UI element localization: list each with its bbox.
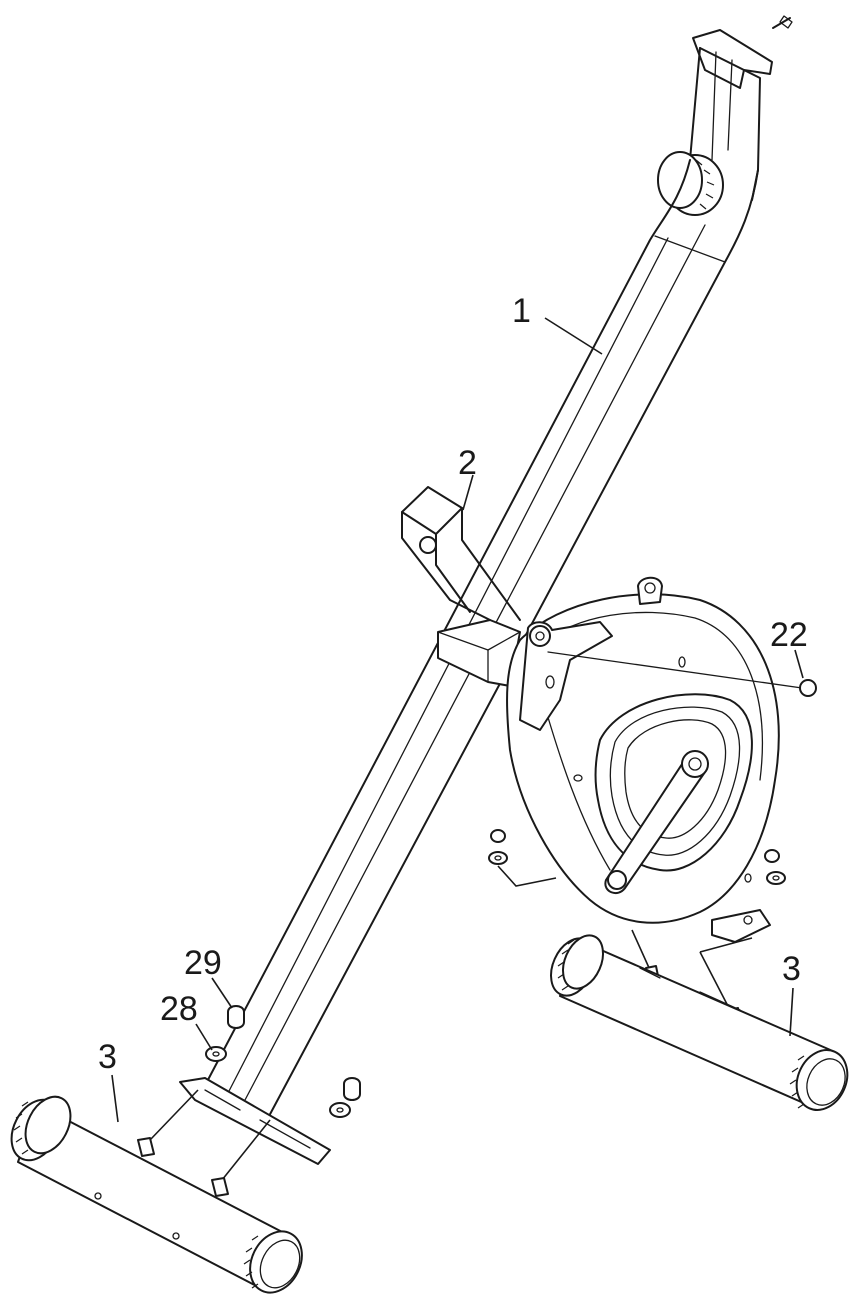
callout-29: 29: [184, 944, 222, 982]
callout-3-left: 3: [98, 1038, 117, 1076]
bolt: [794, 649, 817, 697]
callout-2: 2: [458, 444, 477, 482]
nut-washer-group-plate: [329, 1077, 361, 1118]
callout-28: 28: [160, 990, 198, 1028]
foot-tube-left: [10, 1074, 303, 1294]
nut-washer-group-center: [488, 829, 557, 887]
callout-22: 22: [770, 616, 808, 654]
foot-tube-right: [550, 934, 849, 1111]
callout-1: 1: [512, 292, 531, 330]
flywheel-housing: [506, 576, 803, 943]
callout-3-right: 3: [782, 950, 801, 988]
washer: [195, 1023, 227, 1062]
seat-post-sleeve: [401, 474, 521, 687]
nut-washer-group-right: [764, 849, 786, 885]
nut: [211, 977, 245, 1029]
